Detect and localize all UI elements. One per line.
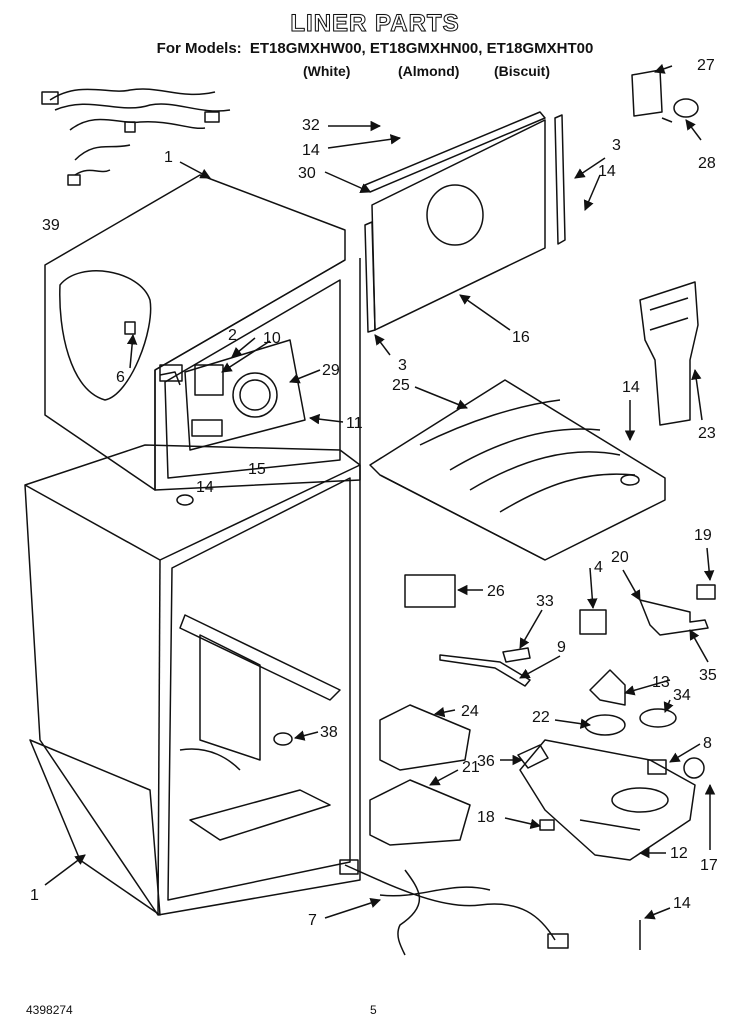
model-biscuit: ET18GMXHT00	[486, 40, 594, 57]
bracket-27	[631, 69, 699, 123]
part-24	[379, 704, 471, 771]
fresh-food-liner	[24, 444, 361, 916]
callout-36: 36	[477, 753, 495, 770]
part-4	[579, 609, 607, 635]
callout-1-top: 1	[164, 149, 173, 166]
callout-15: 15	[248, 461, 266, 478]
part-33	[502, 647, 531, 663]
part-9	[439, 654, 531, 687]
callout-19: 19	[694, 527, 712, 544]
callout-8: 8	[703, 735, 712, 752]
callout-10: 10	[263, 330, 281, 347]
document-number: 4398274	[26, 1003, 73, 1017]
callout-32: 32	[302, 117, 320, 134]
callout-26: 26	[487, 583, 505, 600]
callout-38: 38	[320, 724, 338, 741]
variant-almond: (Almond)	[398, 63, 460, 79]
model-almond: ET18GMXHN00,	[369, 40, 483, 57]
plug-38	[273, 732, 293, 746]
callout-2: 2	[228, 327, 237, 344]
callout-34: 34	[673, 687, 691, 704]
callout-30: 30	[298, 165, 316, 182]
callout-29: 29	[322, 362, 340, 379]
callout-numbers: 27 28 3 14 32 14 30 1 39 2 10 6 29 11 15…	[30, 57, 718, 929]
callout-4: 4	[594, 559, 603, 576]
part-18	[539, 819, 555, 831]
part-36	[517, 744, 549, 769]
callout-11: 11	[346, 415, 363, 432]
callout-39: 39	[42, 217, 60, 234]
callout-24: 24	[461, 703, 479, 720]
callout-14-rail: 14	[302, 142, 320, 159]
models-line: For Models: ET18GMXHW00, ET18GMXHN00, ET…	[0, 40, 750, 57]
bulb-17	[683, 757, 705, 779]
page-title: LINER PARTS	[290, 10, 460, 38]
models-prefix: For Models:	[156, 40, 242, 57]
crisper-cover-25	[369, 379, 666, 561]
air-duct-23	[639, 281, 699, 426]
wire-harness-39	[41, 88, 231, 186]
light-housing-12	[519, 739, 696, 861]
callout-12: 12	[670, 845, 688, 862]
callout-13: 13	[652, 674, 670, 691]
variant-biscuit: (Biscuit)	[494, 63, 550, 79]
diagram-header: LINER PARTS For Models: ET18GMXHW00, ET1…	[0, 10, 750, 58]
callout-14-left: 14	[196, 479, 214, 496]
callout-21: 21	[462, 759, 480, 776]
callout-33: 33	[536, 593, 554, 610]
part-21	[369, 779, 471, 846]
callout-6: 6	[116, 369, 125, 386]
callout-3-left: 3	[398, 357, 407, 374]
callout-28: 28	[698, 155, 716, 172]
model-white: ET18GMXHW00,	[249, 40, 366, 57]
callout-20: 20	[611, 549, 629, 566]
callout-17: 17	[700, 857, 718, 874]
part-34	[639, 708, 677, 728]
variant-white: (White)	[303, 63, 351, 79]
part-8	[647, 759, 667, 775]
callout-3-top: 3	[612, 137, 621, 154]
callout-1-bottom: 1	[30, 887, 39, 904]
callout-9: 9	[557, 639, 566, 656]
callout-22: 22	[532, 709, 550, 726]
page-number: 5	[370, 1003, 377, 1017]
callout-23: 23	[698, 425, 716, 442]
part-26	[404, 574, 456, 608]
part-22	[584, 714, 626, 736]
part-19	[696, 584, 716, 600]
wire-harness-7	[339, 859, 641, 956]
part-20	[639, 599, 709, 636]
callout-18: 18	[477, 809, 495, 826]
callout-7: 7	[308, 912, 317, 929]
callout-14-bottom: 14	[673, 895, 691, 912]
callout-14-cover: 14	[622, 379, 640, 396]
callout-27: 27	[697, 57, 715, 74]
callout-25: 25	[392, 377, 410, 394]
callout-14-top: 14	[598, 163, 616, 180]
callout-16: 16	[512, 329, 530, 346]
callout-35: 35	[699, 667, 717, 684]
freezer-liner	[44, 174, 361, 491]
part-13	[589, 669, 626, 706]
